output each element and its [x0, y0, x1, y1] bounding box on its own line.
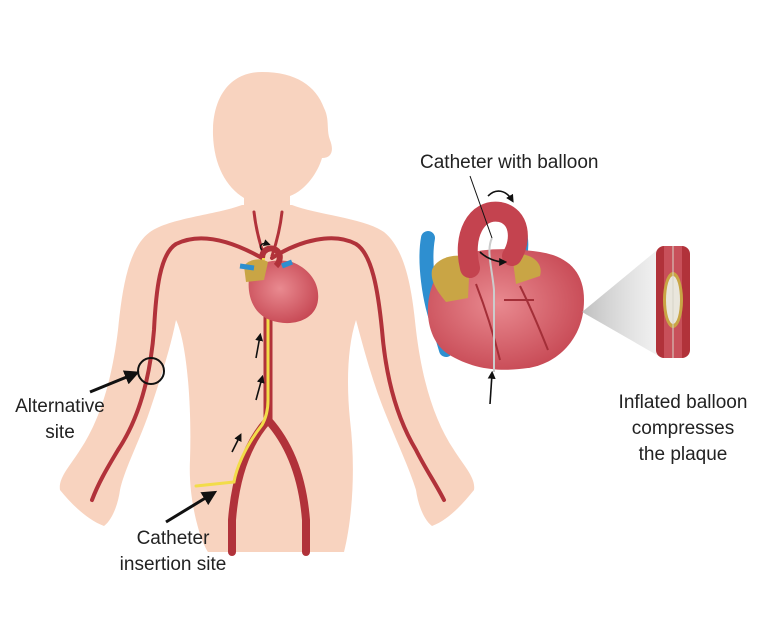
label-catheter-insertion-site: Catheter insertion site — [119, 528, 227, 575]
insertion-site-arrow — [165, 490, 218, 524]
small-heart — [239, 239, 319, 324]
label-inflated-balloon: Inflated balloon compresses the plaque — [618, 392, 748, 465]
label-alternative-site: Alternative site — [15, 396, 105, 443]
label-catheter-with-balloon: Catheter with balloon — [420, 152, 599, 173]
zoom-beam — [582, 246, 662, 358]
head — [212, 72, 332, 215]
artery-zoom — [656, 246, 690, 358]
large-heart — [419, 190, 584, 405]
carotid-right — [270, 210, 284, 258]
alternative-site-arrow — [89, 370, 140, 394]
iliac-right — [264, 416, 310, 556]
artery-left-arm — [270, 236, 446, 502]
balloon-label-pointer — [469, 175, 493, 239]
artery-right-arm — [90, 236, 264, 502]
flow-arrows — [231, 332, 265, 453]
